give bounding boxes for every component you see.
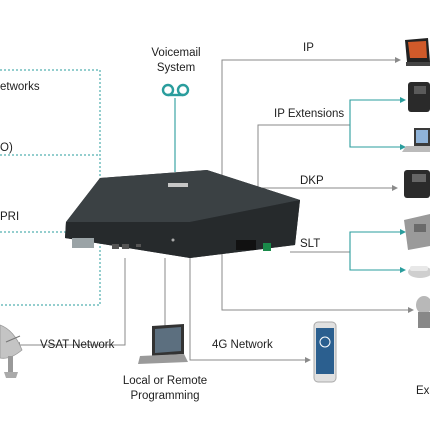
ip-label: IP	[303, 42, 314, 55]
ip-phone-top-icon	[405, 38, 430, 66]
satellite-dish-icon	[0, 325, 22, 378]
ip-ext-fork-top	[350, 100, 400, 125]
lower-right-arrow	[408, 307, 414, 313]
programming-laptop-icon	[138, 324, 188, 364]
status-led	[172, 239, 175, 242]
slt-fork-top	[350, 232, 400, 252]
power-socket	[236, 240, 256, 250]
vsat-link	[20, 258, 125, 345]
power-switch	[263, 243, 271, 251]
slt-label: SLT	[300, 238, 320, 251]
slt-phone-top-icon	[404, 214, 430, 250]
port-2	[122, 244, 129, 249]
ip-ext-top-arrow	[400, 97, 406, 103]
ip-arrow	[395, 57, 401, 63]
smartphone-icon	[314, 322, 336, 382]
programming-label-line1: Local or Remote	[113, 375, 217, 388]
slt-bottom-arrow	[400, 267, 406, 273]
ex-partial-label: Ex	[416, 385, 429, 398]
ip-ext-fork-bottom	[350, 125, 400, 147]
ip-extensions-link	[258, 125, 350, 200]
networks-label: etworks	[0, 81, 40, 94]
port-1	[112, 244, 119, 249]
voicemail-icon	[163, 85, 188, 95]
vsat-network-label: VSAT Network	[40, 339, 114, 352]
programming-label-line2: Programming	[113, 390, 217, 403]
laptop-softphone-icon	[402, 128, 430, 152]
networks-link	[0, 70, 100, 305]
front-brand-label	[72, 238, 94, 248]
phone-system-unit	[65, 170, 300, 258]
slt-top-arrow	[400, 229, 406, 235]
slt-fork-bottom	[350, 252, 400, 270]
conference-speaker-icon	[416, 296, 430, 328]
digital-keyphone-icon	[404, 170, 430, 198]
4g-network-label: 4G Network	[212, 339, 273, 352]
usb-port	[136, 244, 141, 247]
voicemail-label-line2: System	[140, 62, 212, 75]
ip-extensions-label: IP Extensions	[274, 108, 344, 121]
voicemail-label-line1: Voicemail	[140, 47, 212, 60]
ip-extension-phone-icon	[408, 82, 430, 112]
co-label: O)	[0, 142, 13, 155]
4g-arrow	[305, 357, 311, 363]
dkp-label: DKP	[300, 175, 324, 188]
dkp-arrow	[392, 185, 398, 191]
top-brand-plate	[168, 183, 188, 187]
pri-label: PRI	[0, 211, 19, 224]
slt-phone-bottom-icon	[408, 266, 430, 278]
